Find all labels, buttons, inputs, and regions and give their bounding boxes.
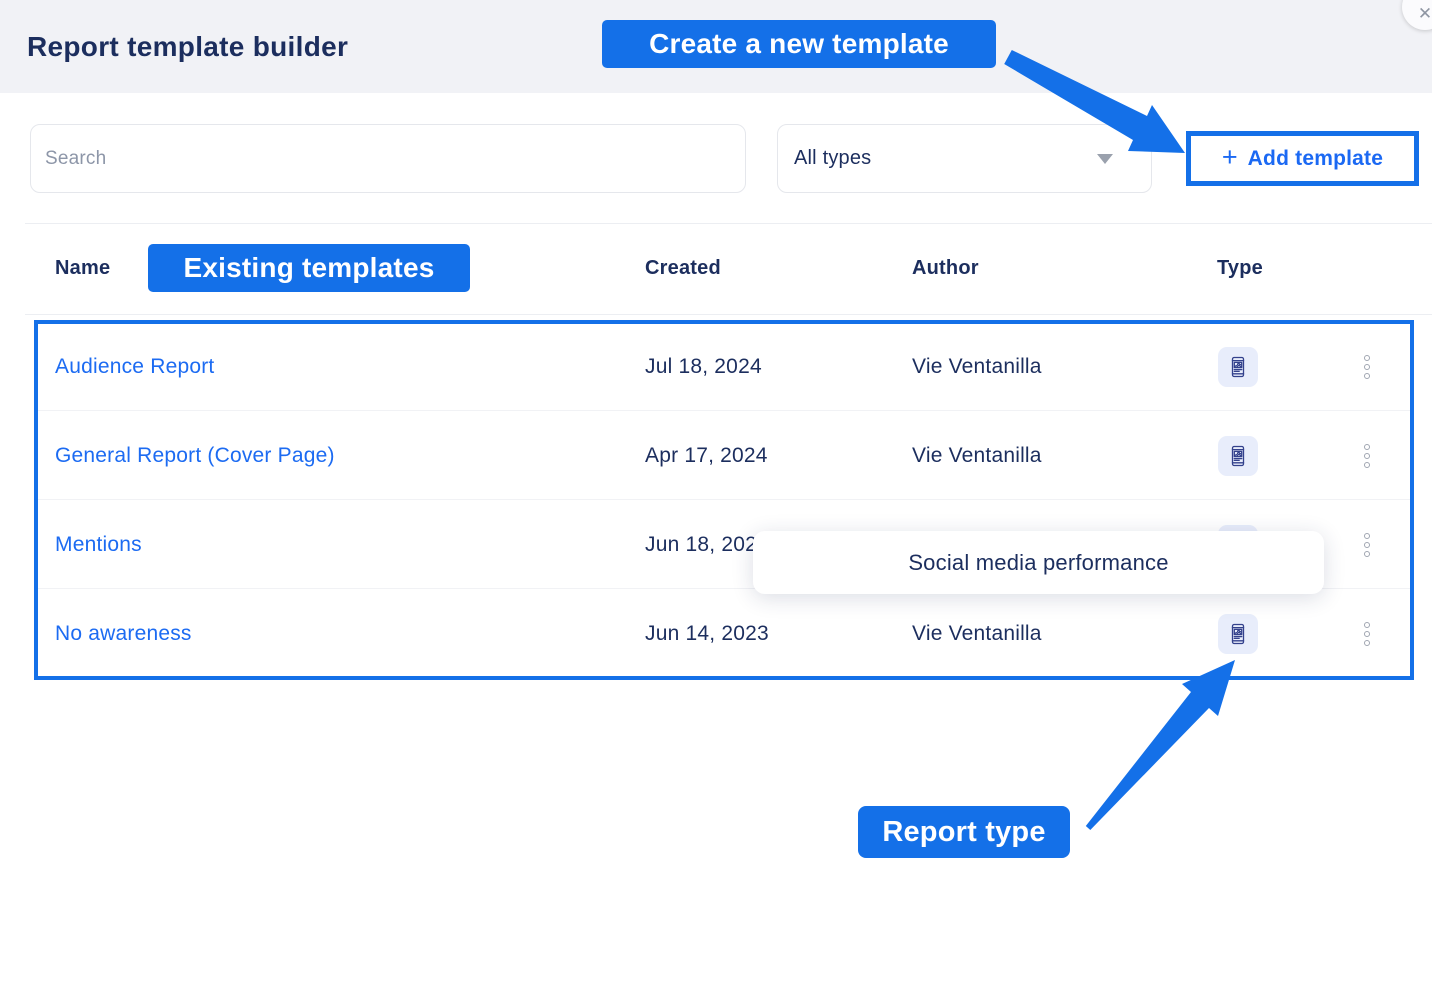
template-table-body: Audience Report Jul 18, 2024 Vie Ventani… — [0, 322, 1432, 678]
author-name: Vie Ventanilla — [912, 354, 1042, 378]
annotation-create-new-template: Create a new template — [602, 20, 996, 68]
report-type-tooltip: Social media performance — [753, 531, 1324, 594]
row-divider — [38, 588, 1410, 589]
row-menu-kebab-icon[interactable] — [1361, 532, 1373, 557]
table-header-divider — [25, 314, 1432, 315]
report-type-icon — [1231, 623, 1245, 644]
report-type-icon — [1231, 356, 1245, 377]
tooltip-text: Social media performance — [908, 549, 1169, 575]
table-row: Audience Report Jul 18, 2024 Vie Ventani… — [0, 322, 1432, 411]
template-name-link[interactable]: No awareness — [55, 621, 192, 645]
add-template-label: Add template — [1247, 146, 1384, 170]
close-icon: ✕ — [1417, 4, 1432, 23]
annotation-report-type: Report type — [858, 806, 1070, 858]
report-type-chip[interactable] — [1218, 613, 1258, 654]
row-divider — [38, 499, 1410, 500]
toolbar-divider — [25, 223, 1432, 224]
plus-icon: + — [1221, 141, 1238, 172]
add-template-button[interactable]: + Add template — [1186, 131, 1419, 186]
author-name: Vie Ventanilla — [912, 621, 1042, 645]
search-input[interactable] — [31, 125, 759, 192]
author-name: Vie Ventanilla — [912, 443, 1042, 467]
type-filter-dropdown[interactable]: All types — [777, 124, 1152, 193]
column-header-name: Name — [55, 256, 111, 279]
search-box — [30, 124, 759, 193]
type-filter-value: All types — [794, 147, 872, 169]
template-name-link[interactable]: Audience Report — [55, 354, 215, 378]
column-header-type: Type — [1217, 256, 1263, 279]
column-header-created: Created — [645, 256, 721, 279]
row-menu-kebab-icon[interactable] — [1361, 354, 1373, 379]
table-row: General Report (Cover Page) Apr 17, 2024… — [0, 411, 1432, 500]
annotation-existing-templates: Existing templates — [148, 244, 470, 292]
chevron-down-icon — [1097, 153, 1113, 164]
report-type-chip[interactable] — [1218, 346, 1258, 387]
report-type-chip[interactable] — [1218, 435, 1258, 476]
created-date: Apr 17, 2024 — [645, 443, 768, 467]
row-divider — [38, 410, 1410, 411]
column-header-author: Author — [912, 256, 979, 279]
created-date: Jun 14, 2023 — [645, 621, 769, 645]
arrow-to-report-type — [1085, 660, 1235, 830]
created-date: Jun 18, 2024 — [645, 532, 769, 556]
row-menu-kebab-icon[interactable] — [1361, 443, 1373, 468]
page-title: Report template builder — [27, 30, 349, 62]
template-name-link[interactable]: Mentions — [55, 532, 142, 556]
table-row: No awareness Jun 14, 2023 Vie Ventanilla — [0, 589, 1432, 678]
template-name-link[interactable]: General Report (Cover Page) — [55, 443, 335, 467]
created-date: Jul 18, 2024 — [645, 354, 762, 378]
row-menu-kebab-icon[interactable] — [1361, 621, 1373, 646]
report-type-icon — [1231, 445, 1245, 466]
